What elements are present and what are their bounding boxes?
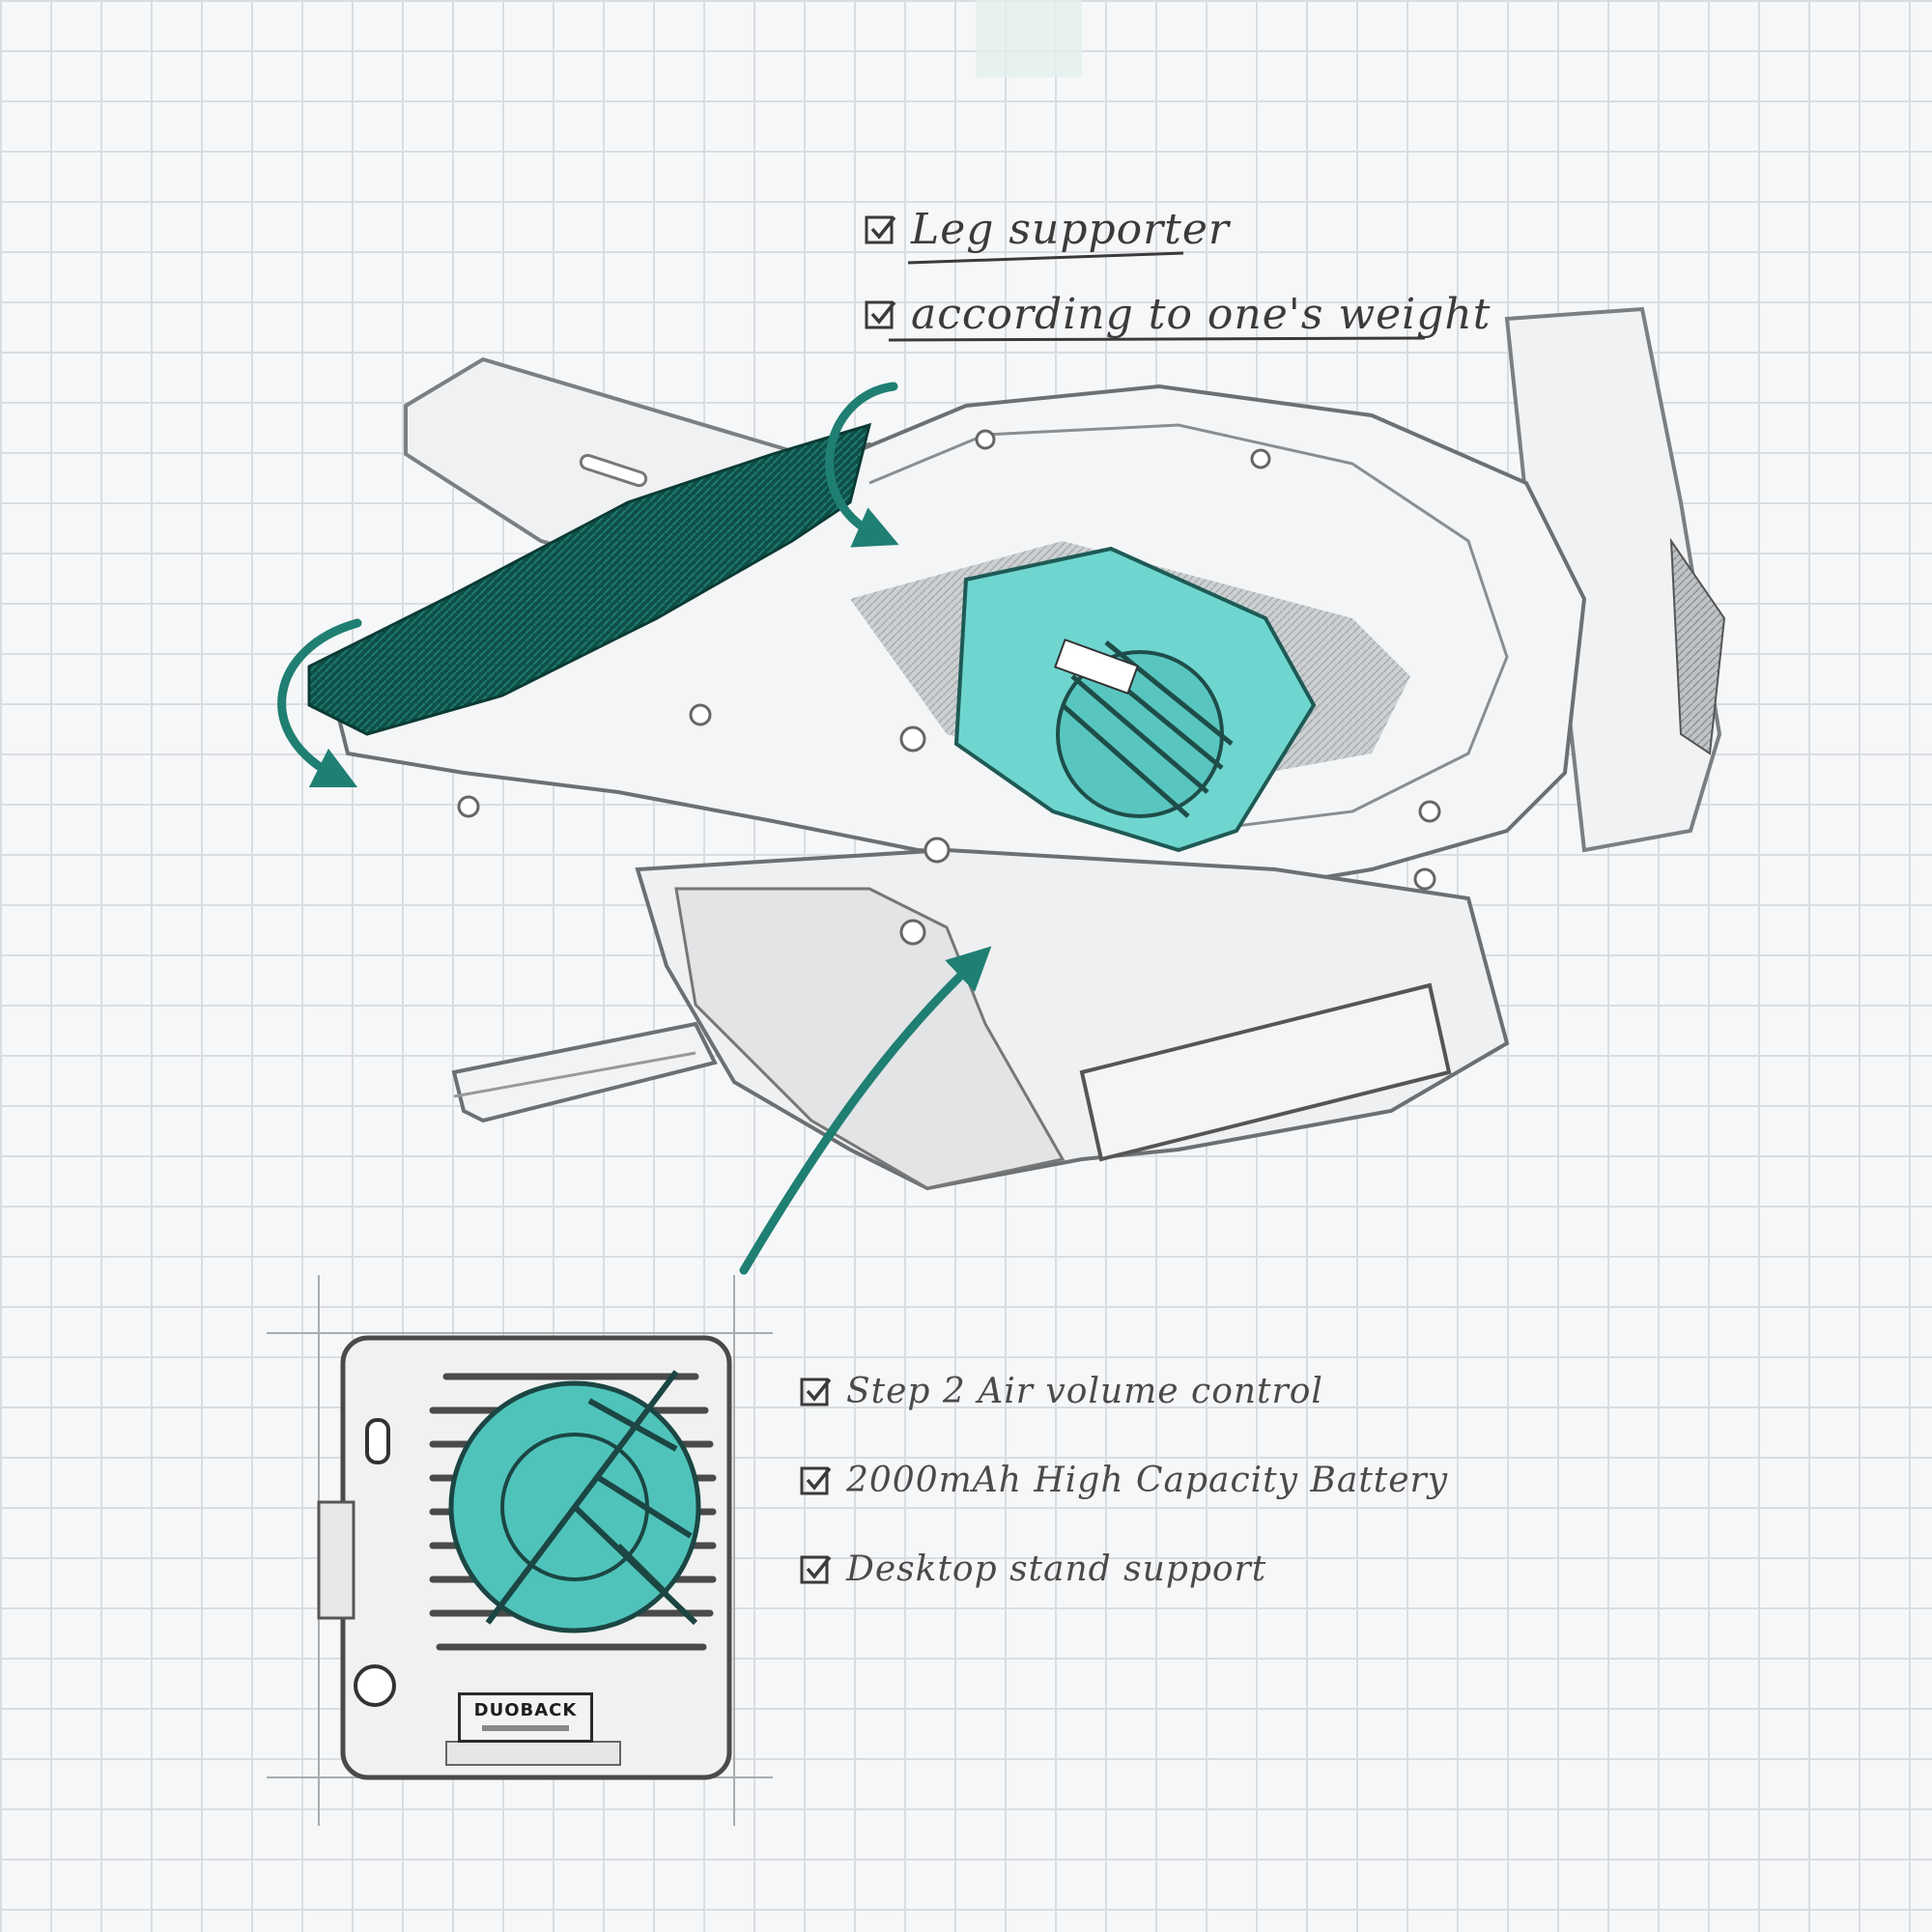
checkbox-checked-icon: [865, 300, 896, 328]
pointer-arrow: [739, 946, 992, 1275]
feature-label: Leg supporter: [911, 205, 1230, 254]
feature-leg-supporter: Leg supporter: [865, 205, 1230, 254]
checkbox-checked-icon: [800, 1378, 832, 1406]
rotate-arrow-lower: [277, 618, 362, 788]
checkbox-checked-icon: [865, 215, 896, 243]
brand-subline: [482, 1725, 569, 1731]
device-brand-label: DUOBACK: [458, 1692, 593, 1743]
leg-cushion: [307, 422, 872, 736]
checkbox-checked-icon: [800, 1555, 832, 1583]
rotate-arrow-upper: [825, 382, 899, 548]
feature-label: Desktop stand support: [846, 1549, 1267, 1589]
feature-battery: 2000mAh High Capacity Battery: [800, 1461, 1448, 1500]
brand-name: DUOBACK: [473, 1700, 578, 1720]
feature-desktop-stand: Desktop stand support: [800, 1549, 1266, 1589]
feature-label: Step 2 Air volume control: [846, 1372, 1323, 1411]
feature-air-volume: Step 2 Air volume control: [800, 1372, 1323, 1411]
feature-weight-adjust: according to one's weight: [865, 290, 1491, 339]
checkbox-checked-icon: [800, 1466, 832, 1494]
portable-fan-closeup: [267, 1275, 773, 1826]
feature-label: 2000mAh High Capacity Battery: [846, 1461, 1449, 1500]
feature-label: according to one's weight: [911, 290, 1492, 339]
